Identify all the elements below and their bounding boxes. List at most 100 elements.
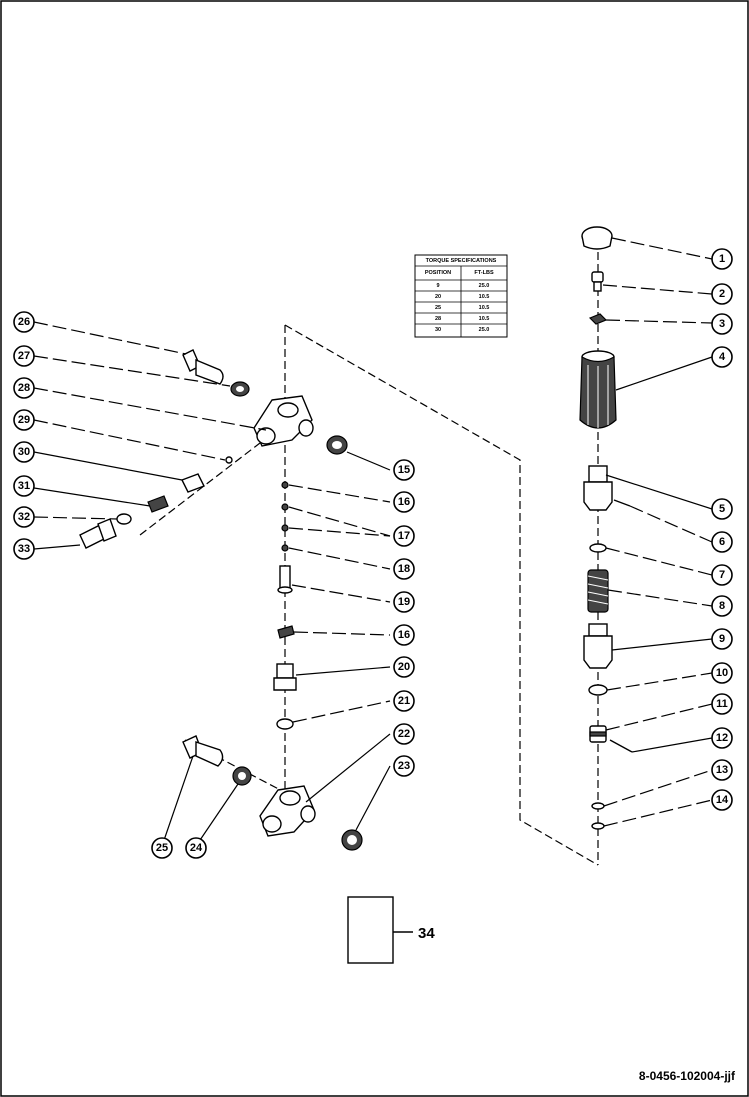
callout-11-label: 11 — [716, 698, 728, 710]
part-21-washer — [276, 718, 294, 730]
callout-20-label: 20 — [398, 661, 410, 673]
callout-10: 10 — [711, 662, 733, 684]
part-28-fitting — [182, 349, 224, 385]
callout-30-label: 30 — [18, 446, 30, 458]
callout-3-label: 3 — [719, 318, 725, 330]
part-30-nut — [181, 473, 205, 493]
part-9-seat-body — [583, 623, 613, 669]
callout-9: 9 — [711, 628, 733, 650]
callout-12: 12 — [711, 727, 733, 749]
central-orings — [281, 481, 289, 552]
callout-6: 6 — [711, 531, 733, 553]
callout-26: 26 — [13, 311, 35, 333]
callout-31: 31 — [13, 475, 35, 497]
callout-2: 2 — [711, 283, 733, 305]
callout-14: 14 — [711, 789, 733, 811]
callout-27: 27 — [13, 345, 35, 367]
part-29-oring — [225, 456, 233, 464]
callout-5: 5 — [711, 498, 733, 520]
callout-23: 23 — [393, 755, 415, 777]
part-7-disc — [589, 543, 607, 553]
callout-21: 21 — [393, 690, 415, 712]
callout-7: 7 — [711, 564, 733, 586]
callout-24: 24 — [185, 837, 207, 859]
callout-5-label: 5 — [719, 503, 725, 515]
part-6-pin — [613, 499, 631, 507]
callout-25-label: 25 — [156, 842, 168, 854]
part-2-screw — [591, 271, 604, 292]
part-16-clip — [277, 625, 295, 639]
callout-17: 17 — [393, 525, 415, 547]
part-15-washer — [326, 435, 348, 455]
torque-row-value: 10.5 — [479, 294, 490, 300]
part-3-washer — [588, 313, 608, 325]
torque-row-value: 10.5 — [479, 316, 490, 322]
left-leaders — [33, 321, 391, 847]
callout-21-label: 21 — [398, 695, 410, 707]
callout-8-label: 8 — [719, 600, 725, 612]
callout-7-label: 7 — [719, 569, 725, 581]
callout-15-label: 15 — [398, 464, 410, 476]
torque-row-value: 25.0 — [479, 327, 490, 333]
item-34-label: 34 — [418, 925, 435, 942]
callout-31-label: 31 — [18, 480, 30, 492]
part-8-spring — [587, 569, 609, 613]
callout-33: 33 — [13, 538, 35, 560]
part-26-upper-tee — [253, 395, 314, 447]
part-32-oring — [116, 513, 132, 525]
part-19-stem — [277, 565, 293, 594]
callout-16b-label: 16 — [398, 629, 410, 641]
callout-29-label: 29 — [18, 414, 30, 426]
callout-32: 32 — [13, 506, 35, 528]
callout-4: 4 — [711, 346, 733, 368]
part-10-washer — [588, 684, 608, 696]
torque-row-position: 28 — [435, 316, 441, 322]
callout-18-label: 18 — [398, 563, 410, 575]
assembly-axes — [139, 240, 599, 866]
callout-26-label: 26 — [18, 316, 30, 328]
part-4-knob — [579, 350, 617, 429]
callout-6-label: 6 — [719, 536, 725, 548]
part-12-pin — [609, 739, 633, 753]
callout-27-label: 27 — [18, 350, 30, 362]
callout-16b: 16 — [393, 624, 415, 646]
callout-19: 19 — [393, 591, 415, 613]
part-13-oring — [591, 802, 605, 810]
torque-table-title: TORQUE SPECIFICATIONS — [426, 258, 497, 264]
callout-23-label: 23 — [398, 760, 410, 772]
callout-12-label: 12 — [716, 732, 728, 744]
part-22-lower-tee — [259, 785, 316, 837]
callout-22-label: 22 — [398, 728, 410, 740]
callout-25: 25 — [151, 837, 173, 859]
callout-29: 29 — [13, 409, 35, 431]
part-33-fitting — [79, 518, 117, 549]
callout-16-label: 16 — [398, 496, 410, 508]
callout-1: 1 — [711, 248, 733, 270]
callout-15: 15 — [393, 459, 415, 481]
torque-header-ftlbs: FT-LBS — [474, 270, 494, 276]
torque-row-position: 20 — [435, 294, 441, 300]
part-31-spring — [147, 495, 169, 513]
callout-18: 18 — [393, 558, 415, 580]
torque-row-position: 30 — [435, 327, 441, 333]
callout-10-label: 10 — [716, 667, 728, 679]
callout-24-label: 24 — [190, 842, 203, 854]
callout-19-label: 19 — [398, 596, 410, 608]
callout-20: 20 — [393, 656, 415, 678]
part-1-cap — [581, 226, 613, 250]
part-27-washer — [230, 381, 250, 397]
callout-28: 28 — [13, 377, 35, 399]
part-14-oring — [591, 822, 605, 830]
callout-32-label: 32 — [18, 511, 30, 523]
callout-11: 11 — [711, 693, 733, 715]
callout-14-label: 14 — [716, 794, 729, 806]
torque-row-position: 9 — [436, 283, 439, 289]
callout-1-label: 1 — [719, 253, 725, 265]
drawing-id: 8-0456-102004-jjf — [638, 1069, 735, 1083]
callout-17-label: 17 — [398, 530, 410, 542]
callout-30: 30 — [13, 441, 35, 463]
part-24-washer — [232, 766, 252, 786]
part-5-stem-housing — [583, 465, 613, 511]
